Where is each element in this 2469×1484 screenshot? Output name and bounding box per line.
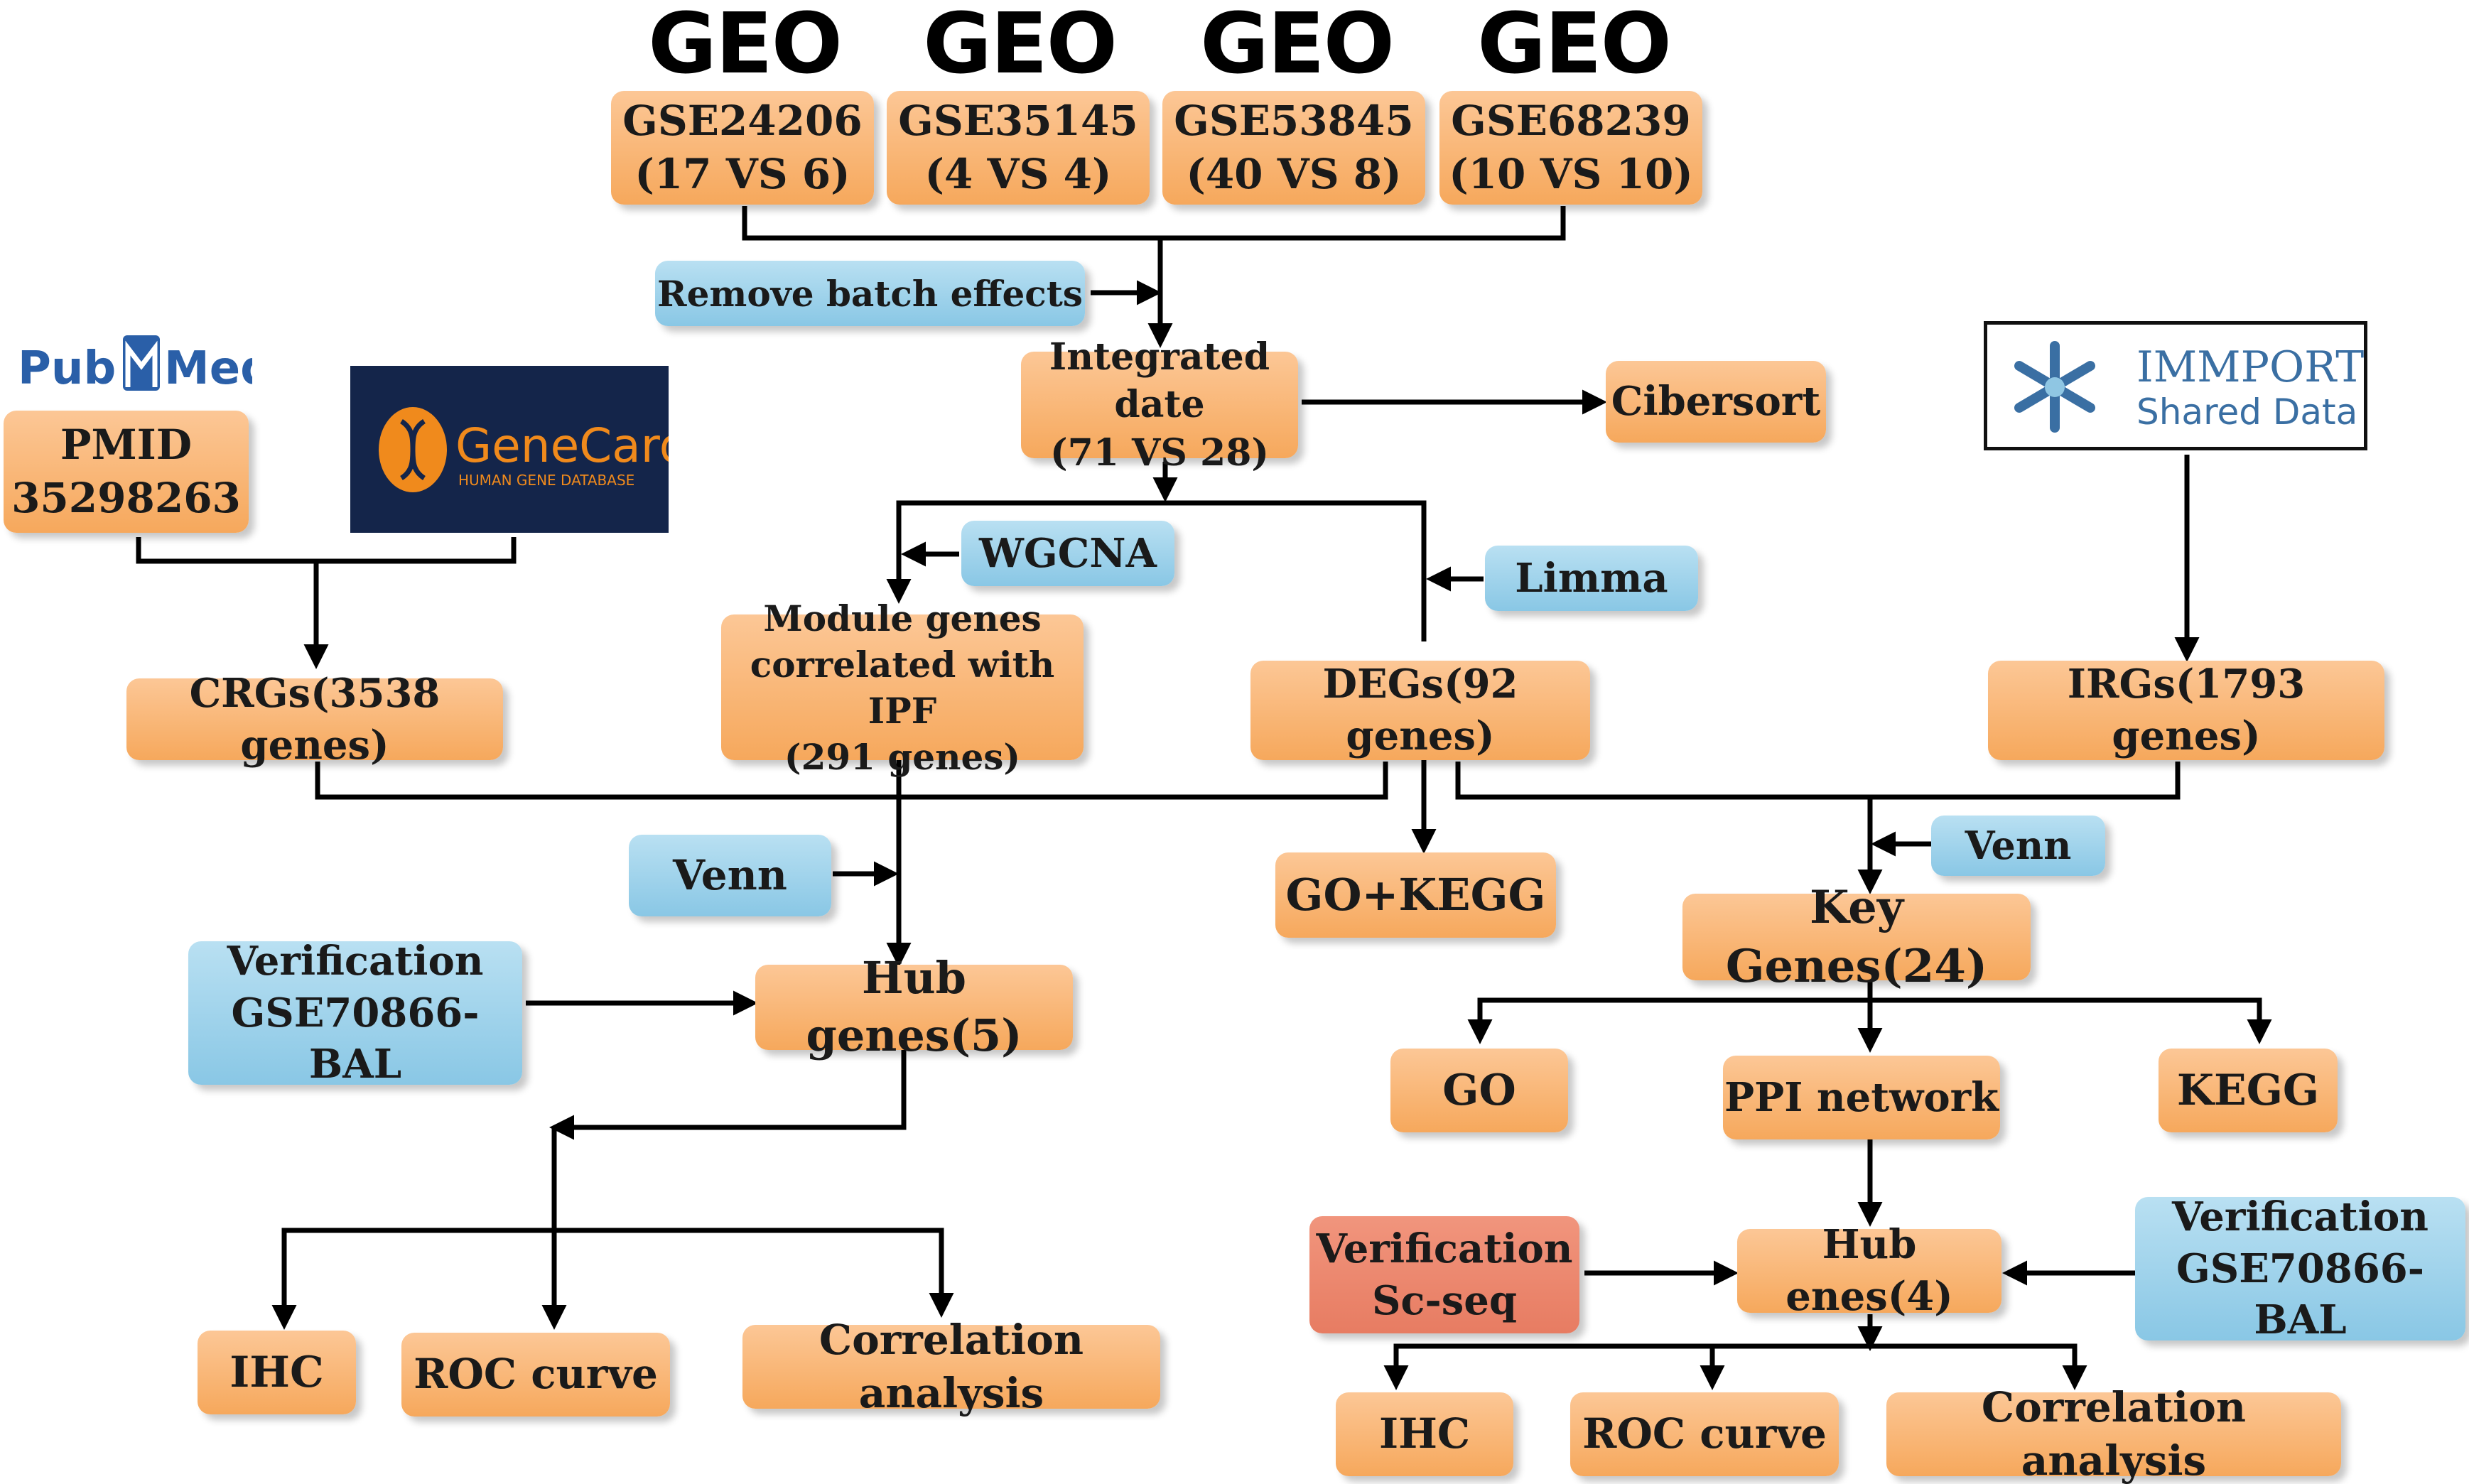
hub-left-down-line [549,1049,907,1140]
genecards-tagline: HUMAN GENE DATABASE [458,472,634,489]
dataset-gse35145: GSE35145 (4 VS 4) [887,91,1150,205]
crgs-degs-merge-line [315,762,1388,800]
geo-merge-line [742,206,1566,241]
dataset-gse53845: GSE53845 (40 VS 8) [1162,91,1425,205]
ihc-right: IHC [1336,1392,1513,1476]
ihc-left: IHC [198,1331,356,1414]
kegg: KEGG [2159,1049,2338,1132]
genecards-name: GeneCards [455,418,669,473]
genecards-logo: GeneCards HUMAN GENE DATABASE [350,366,713,533]
verification-sc-seq: Verification Sc-seq [1309,1216,1579,1333]
dataset-gse68239: GSE68239 (10 VS 10) [1439,91,1702,205]
immport-icon: IMMPORT Shared Data [2014,341,2364,433]
degs-irgs-merge-line [1455,762,2181,800]
immport-logo: IMMPORT Shared Data [1984,321,2367,450]
correlation-analysis-left: Correlation analysis [742,1316,1160,1417]
crgs: CRGs(3538 genes) [126,670,503,769]
roc-curve-left: ROC curve [401,1333,670,1417]
go: GO [1390,1049,1568,1132]
venn-left: Venn [629,835,831,916]
go-kegg: GO+KEGG [1275,852,1556,938]
hub-genes-right: Hub enes(4) [1737,1221,2001,1320]
verification-left: Verification GSE70866-BAL [188,938,522,1088]
wgcna: WGCNA [961,521,1174,586]
degs: DEGs(92 genes) [1250,661,1590,760]
dataset-gse24206: GSE24206 (17 VS 6) [611,91,874,205]
limma: Limma [1485,546,1698,611]
remove-batch-effects: Remove batch effects [655,261,1085,326]
outputs-right-branch [1393,1343,2087,1390]
integrated-split-line [896,500,1427,641]
integrated-data: Integrated date (71 VS 28) [1021,335,1298,475]
key-genes: Key Genes(24) [1682,881,2031,993]
genecards-icon: GeneCards HUMAN GENE DATABASE [379,407,713,492]
verification-right: Verification GSE70866-BAL [2135,1193,2465,1343]
geo-title-3: GEO [1200,0,1395,92]
outputs-left-branch [281,1228,954,1325]
pubmed-part2: Med [164,342,252,395]
geo-title-4: GEO [1477,0,1672,92]
geo-title-2: GEO [923,0,1118,92]
hub-genes-left: Hub genes(5) [755,952,1073,1061]
geo-title-1: GEO [648,0,843,92]
pubmed-icon: Pub Med [18,335,273,395]
pmid-box: PMID 35298263 [4,411,249,533]
venn-right: Venn [1931,816,2105,876]
roc-curve-right: ROC curve [1570,1392,1839,1476]
pubmed-logo: Pub Med [18,327,273,398]
irgs: IRGs(1793 genes) [1988,661,2384,760]
immport-name: IMMPORT [2136,342,2364,392]
ppi-network: PPI network [1723,1056,2000,1139]
immport-sub: Shared Data [2136,391,2357,433]
module-genes: Module genes correlated with IPF (291 ge… [721,597,1084,778]
sources-merge-line [136,537,517,564]
cibersort: Cibersort [1606,361,1826,443]
pubmed-part1: Pub [18,342,116,395]
correlation-analysis-right: Correlation analysis [1886,1383,2341,1484]
